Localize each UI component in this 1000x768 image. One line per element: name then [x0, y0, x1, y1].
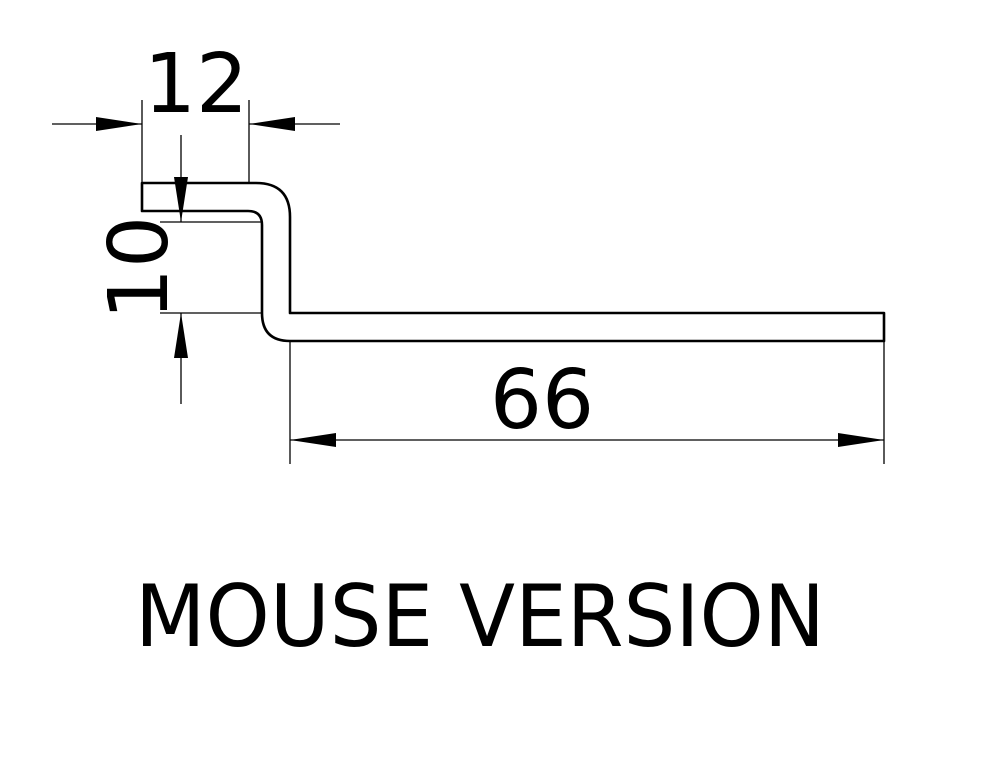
caption-title: MOUSE VERSION	[135, 567, 825, 667]
dimension-top-width: 12	[52, 37, 340, 183]
dimension-label-10: 10	[92, 216, 187, 320]
bent-part-outline	[140, 181, 886, 343]
dimension-label-66: 66	[490, 353, 594, 448]
arrow-up-pointing	[174, 313, 188, 358]
dimension-drop-height: 10	[92, 135, 262, 404]
dimension-bottom-length: 66	[289, 341, 885, 464]
arrow-right-pointing	[96, 117, 142, 131]
arrow-left-pointing	[249, 117, 295, 131]
arrow-left-pointing	[290, 433, 336, 447]
dimension-label-12: 12	[144, 37, 248, 132]
arrow-down-pointing	[174, 177, 188, 222]
arrow-right-pointing	[838, 433, 884, 447]
